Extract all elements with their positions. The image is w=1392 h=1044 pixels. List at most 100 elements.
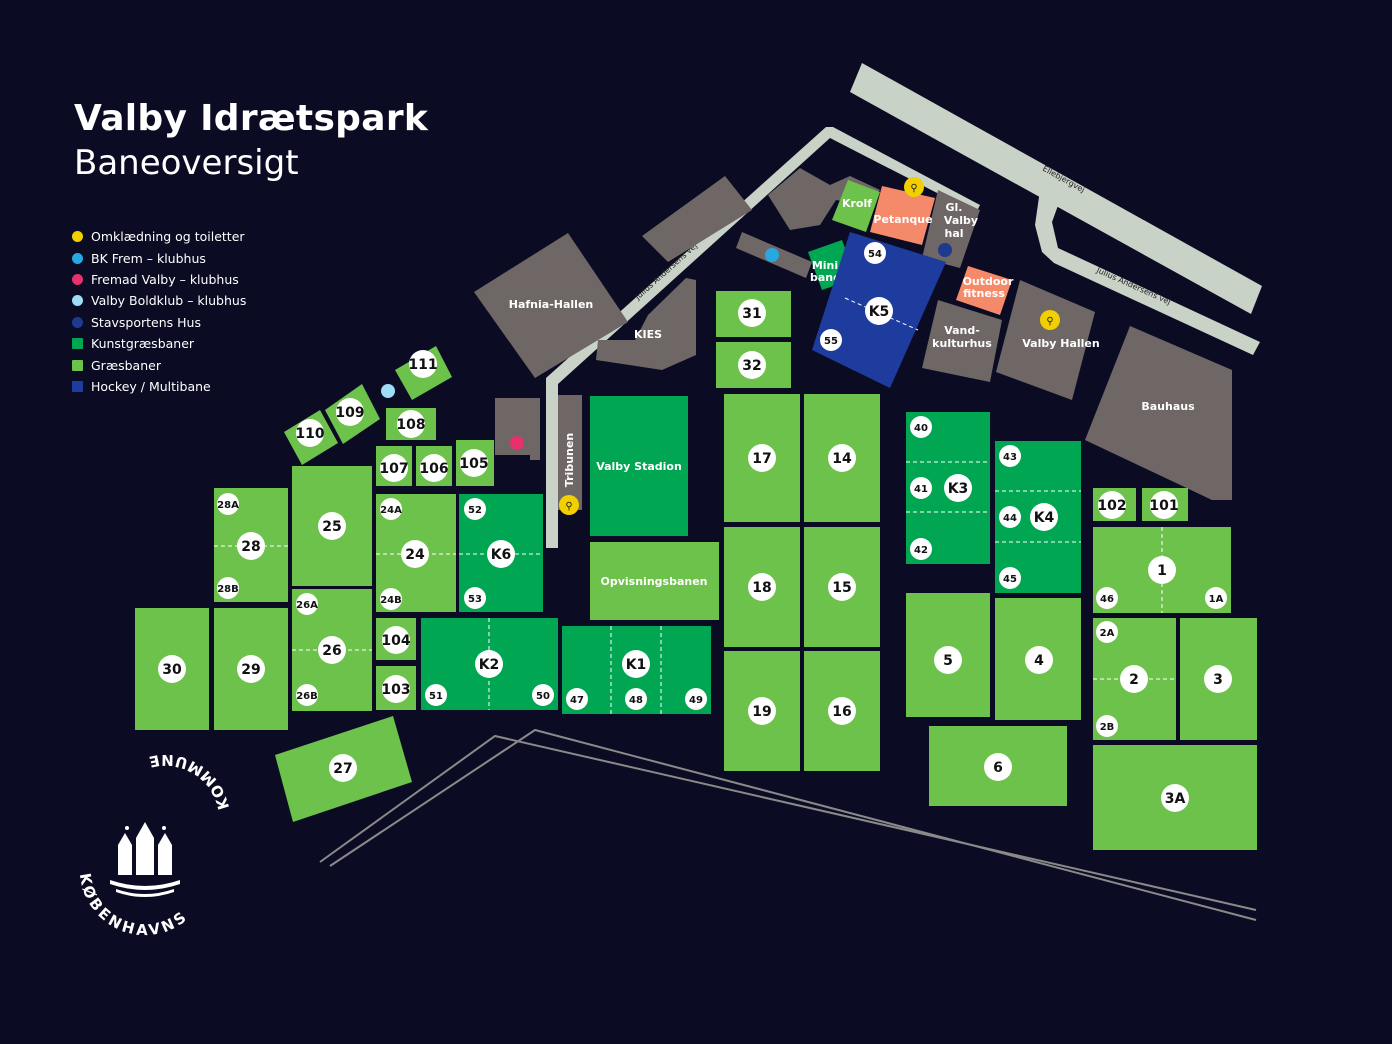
label-51: 51	[425, 684, 447, 706]
svg-text:24B: 24B	[380, 595, 402, 606]
legend-label: Omklædning og toiletter	[91, 229, 245, 245]
vand-label-2: kulturhus	[932, 337, 992, 350]
legend-item: Græsbaner	[72, 354, 246, 375]
toilet-markers: ⚲ ⚲ ⚲	[559, 177, 1060, 515]
svg-text:24: 24	[405, 547, 425, 563]
label-26: 26	[318, 636, 346, 664]
label-26b: 26B	[296, 684, 318, 706]
valby-stadion[interactable]	[590, 396, 688, 536]
label-26a: 26A	[296, 593, 318, 615]
legend-item: Fremad Valby – klubhus	[72, 269, 246, 290]
legend-dot-icon	[72, 231, 83, 243]
label-14: 14	[828, 444, 856, 472]
tribunen	[558, 395, 582, 510]
label-52: 52	[464, 498, 486, 520]
label-40: 40	[910, 416, 932, 438]
svg-text:48: 48	[629, 695, 643, 706]
svg-text:44: 44	[1003, 513, 1017, 524]
svg-text:108: 108	[396, 417, 425, 433]
bk-frem-klubhus-marker[interactable]	[765, 248, 779, 262]
svg-text:17: 17	[752, 451, 771, 467]
svg-text:102: 102	[1097, 498, 1126, 514]
legend: Omklædning og toiletter BK Frem – klubhus…	[72, 226, 246, 397]
svg-text:15: 15	[832, 580, 851, 596]
outdoor-label-2: fitness	[963, 287, 1005, 300]
svg-text:3: 3	[1213, 672, 1223, 688]
label-29: 29	[237, 655, 265, 683]
svg-text:16: 16	[832, 704, 851, 720]
svg-text:47: 47	[570, 695, 584, 706]
opvisningsbanen[interactable]	[590, 542, 719, 620]
legend-label: Stavsportens Hus	[91, 314, 201, 330]
kies-building	[596, 278, 696, 370]
ellebjergvej-road	[850, 63, 1262, 314]
valby-boldklub-klubhus-marker[interactable]	[381, 384, 395, 398]
svg-text:109: 109	[335, 405, 364, 421]
label-k3: K3	[944, 474, 972, 502]
legend-label: Valby Boldklub – klubhus	[91, 293, 247, 309]
label-2b: 2B	[1096, 715, 1118, 737]
label-49: 49	[685, 688, 707, 710]
svg-text:28: 28	[241, 539, 260, 555]
building-top-left	[642, 176, 752, 262]
svg-text:106: 106	[419, 461, 448, 477]
label-44: 44	[999, 506, 1021, 528]
svg-text:50: 50	[536, 691, 550, 702]
toilet-icon[interactable]: ⚲	[1040, 310, 1060, 330]
krolf	[832, 180, 880, 232]
bauhaus	[1085, 326, 1232, 500]
svg-text:1: 1	[1157, 563, 1167, 579]
label-2: 2	[1120, 665, 1148, 693]
svg-text:18: 18	[752, 580, 771, 596]
svg-text:1A: 1A	[1209, 594, 1224, 605]
label-k1: K1	[622, 650, 650, 678]
glvalby-label-1: Gl.	[946, 201, 963, 214]
pitch-labels-small: 28A 28B 24A 24B 52 53 26A 26B 51 50 47 4…	[217, 242, 1227, 737]
label-k6: K6	[487, 540, 515, 568]
svg-text:54: 54	[868, 249, 882, 260]
svg-text:4: 4	[1034, 653, 1044, 669]
legend-dot-icon	[72, 295, 83, 307]
legend-item: Stavsportens Hus	[72, 312, 246, 333]
label-46: 46	[1096, 587, 1118, 609]
legend-item: Hockey / Multibane	[72, 376, 246, 397]
petanque	[870, 186, 935, 245]
legend-dot-icon	[72, 252, 83, 264]
svg-text:2B: 2B	[1100, 722, 1115, 733]
legend-label: BK Frem – klubhus	[91, 250, 206, 266]
label-15: 15	[828, 573, 856, 601]
svg-text:⚲: ⚲	[1046, 316, 1053, 327]
svg-text:26B: 26B	[296, 691, 318, 702]
outdoor-label-1: Outdoor	[963, 275, 1014, 288]
toilet-icon[interactable]: ⚲	[559, 495, 579, 515]
svg-text:⚲: ⚲	[910, 183, 917, 194]
vand-kulturhus	[922, 300, 1002, 382]
toilet-icon[interactable]: ⚲	[904, 177, 924, 197]
label-k4: K4	[1030, 503, 1058, 531]
glvalby-label-2: Valby	[944, 214, 978, 227]
svg-text:41: 41	[914, 484, 928, 495]
label-24a: 24A	[380, 498, 402, 520]
label-24b: 24B	[380, 588, 402, 610]
label-28: 28	[237, 532, 265, 560]
svg-text:2: 2	[1129, 672, 1139, 688]
label-16: 16	[828, 697, 856, 725]
svg-text:55: 55	[824, 336, 838, 347]
label-111: 111	[408, 350, 438, 378]
label-103: 103	[381, 675, 411, 703]
label-54: 54	[864, 242, 886, 264]
legend-item: BK Frem – klubhus	[72, 247, 246, 268]
label-53: 53	[464, 587, 486, 609]
label-30: 30	[158, 655, 186, 683]
svg-text:24A: 24A	[380, 505, 402, 516]
fremad-valby-klubhus-marker[interactable]	[510, 436, 524, 450]
svg-text:KOMMUNE: KOMMUNE	[145, 751, 234, 812]
label-50: 50	[532, 684, 554, 706]
bauhaus-label: Bauhaus	[1141, 400, 1195, 413]
label-5: 5	[934, 646, 962, 674]
svg-text:5: 5	[943, 653, 953, 669]
label-2a: 2A	[1096, 621, 1118, 643]
stavsportens-hus-marker[interactable]	[938, 243, 952, 257]
svg-text:K2: K2	[479, 657, 500, 673]
svg-text:40: 40	[914, 423, 928, 434]
